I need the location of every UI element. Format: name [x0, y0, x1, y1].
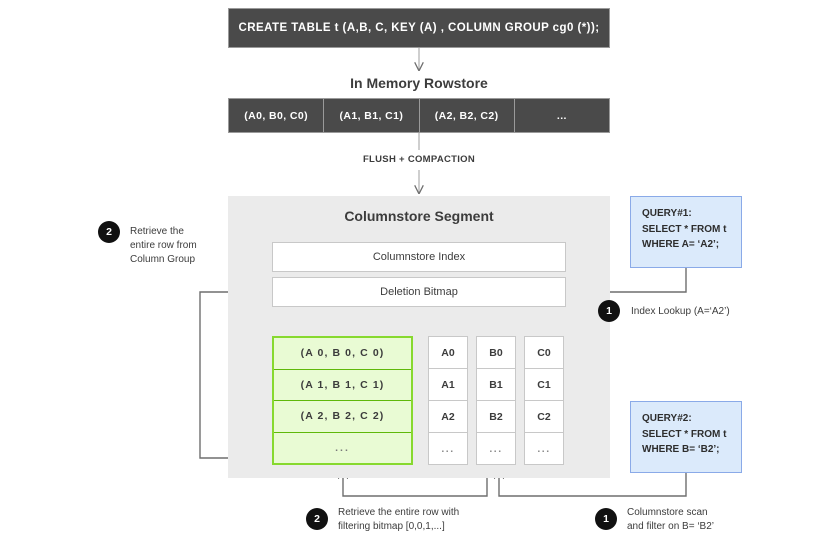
- callout-text-retrieve-bitmap: Retrieve the entire row with filtering b…: [338, 506, 459, 534]
- rowstore-strip: (A0, B0, C0) (A1, B1, C1) (A2, B2, C2) .…: [228, 98, 610, 133]
- column-b-cell: ...: [489, 442, 503, 455]
- column-c-cell: C1: [525, 369, 563, 401]
- query-1-line1: SELECT * FROM t: [642, 223, 727, 235]
- wire-column-b-to-column-group: [343, 466, 488, 497]
- callout-line: Columnstore scan: [627, 507, 708, 518]
- callout-badge-1-columnstore-scan: 1: [595, 508, 617, 530]
- callout-line: Retrieve the: [130, 226, 184, 237]
- query-1-line2: WHERE A= ‘A2’;: [642, 239, 720, 250]
- columnstore-index-box: Columnstore Index: [272, 242, 566, 272]
- column-group-row: ...: [335, 441, 350, 454]
- callout-badge-2-column-group: 2: [98, 221, 120, 243]
- query-2-line2: WHERE B= ‘B2’;: [642, 444, 720, 455]
- column-a-cell: A2: [429, 401, 467, 433]
- wire-query2-to-column-b: [499, 470, 687, 497]
- column-group-row: (A 0, B 0, C 0): [274, 338, 411, 370]
- deletion-bitmap-box: Deletion Bitmap: [272, 277, 566, 307]
- flush-compaction-label: FLUSH + COMPACTION: [362, 154, 476, 165]
- callout-text-index-lookup: Index Lookup (A=‘A2’): [631, 305, 730, 319]
- callout-line: Column Group: [130, 254, 196, 265]
- query-2-line1: SELECT * FROM t: [642, 428, 727, 440]
- column-a-cell: ...: [441, 442, 455, 455]
- rowstore-title: In Memory Rowstore: [350, 75, 488, 91]
- column-a-box: A0 A1 A2 ...: [428, 336, 468, 465]
- callout-line: filtering bitmap [0,0,1,...]: [338, 521, 445, 532]
- column-a-cell: A0: [429, 337, 467, 369]
- rowstore-cell: ...: [556, 109, 567, 122]
- callout-line: Index Lookup (A=‘A2’): [631, 306, 730, 317]
- query-1-box: QUERY#1: SELECT * FROM t WHERE A= ‘A2’;: [630, 196, 742, 268]
- create-table-statement: CREATE TABLE t (A,B, C, KEY (A) , COLUMN…: [228, 8, 610, 48]
- column-c-cell: C2: [525, 401, 563, 433]
- wire-query1-to-bitmap: [572, 268, 687, 292]
- column-group-row: (A 1, B 1, C 1): [274, 370, 411, 401]
- callout-text-column-group: Retrieve the entire row from Column Grou…: [130, 225, 197, 267]
- query-2-id: QUERY#2:: [642, 413, 692, 424]
- column-c-cell: ...: [537, 442, 551, 455]
- callout-text-columnstore-scan: Columnstore scan and filter on B= ‘B2’: [627, 506, 714, 534]
- column-group-row: (A 2, B 2, C 2): [274, 401, 411, 433]
- rowstore-cell: (A0, B0, C0): [229, 99, 325, 132]
- segment-title: Columnstore Segment: [344, 208, 494, 224]
- query-1-id: QUERY#1:: [642, 208, 692, 219]
- rowstore-cell: (A1, B1, C1): [324, 99, 420, 132]
- column-a-cell: A1: [429, 369, 467, 401]
- column-b-cell: B1: [477, 369, 515, 401]
- column-c-box: C0 C1 C2 ...: [524, 336, 564, 465]
- callout-badge-1-index-lookup: 1: [598, 300, 620, 322]
- column-b-cell: B2: [477, 401, 515, 433]
- column-group-box: (A 0, B 0, C 0) (A 1, B 1, C 1) (A 2, B …: [272, 336, 413, 465]
- column-c-cell: C0: [525, 337, 563, 369]
- callout-line: entire row from: [130, 240, 197, 251]
- callout-line: Retrieve the entire row with: [338, 507, 460, 518]
- column-b-box: B0 B1 B2 ...: [476, 336, 516, 465]
- rowstore-cell: (A2, B2, C2): [420, 99, 515, 132]
- callout-badge-2-retrieve-bitmap: 2: [306, 508, 328, 530]
- column-b-cell: B0: [477, 337, 515, 369]
- callout-line: and filter on B= ‘B2’: [627, 521, 714, 532]
- query-2-box: QUERY#2: SELECT * FROM t WHERE B= ‘B2’;: [630, 401, 742, 473]
